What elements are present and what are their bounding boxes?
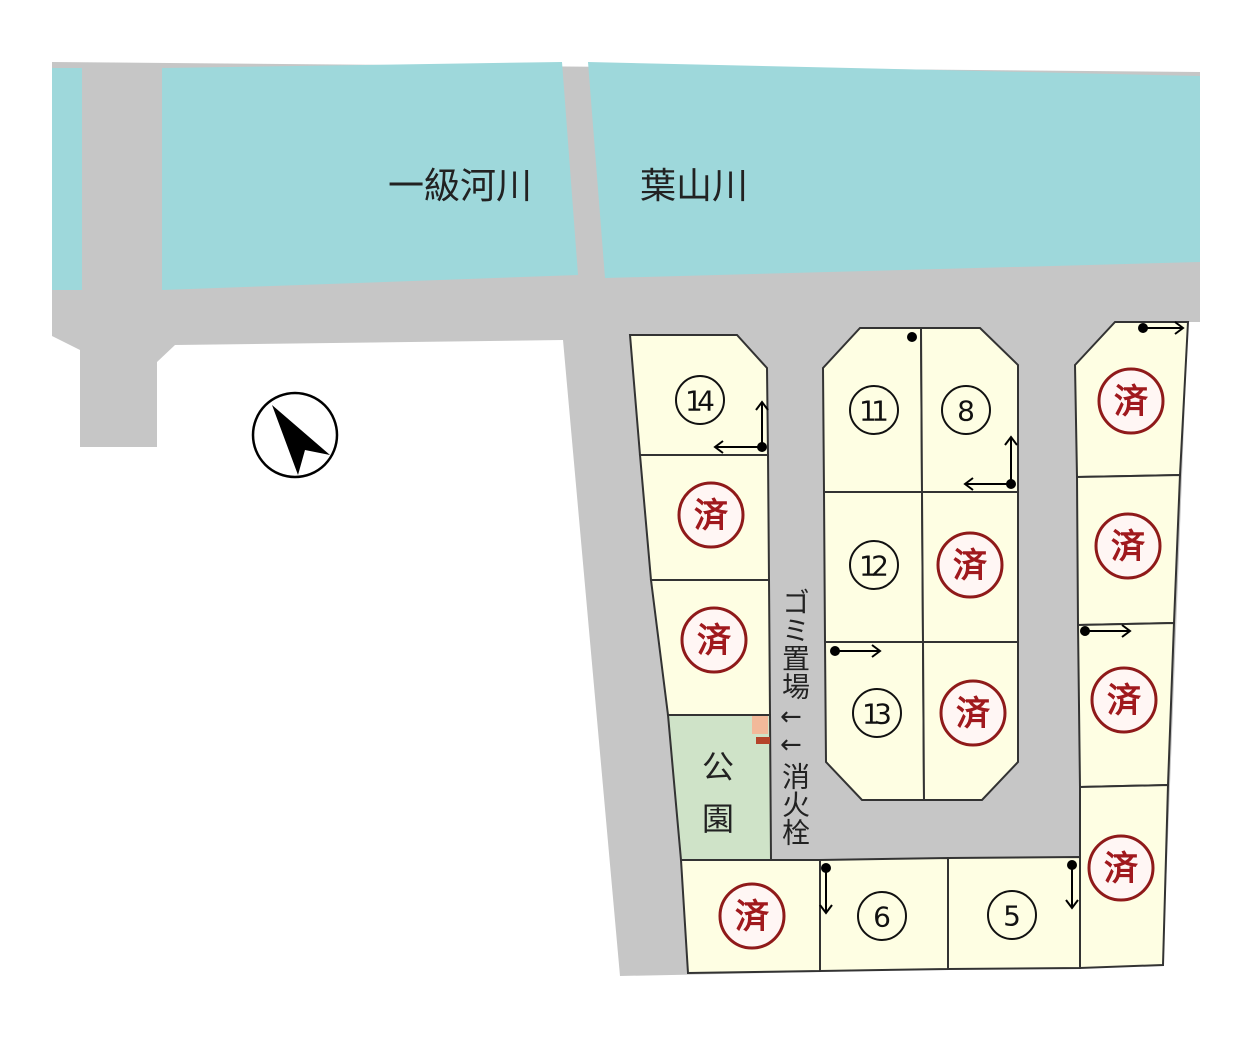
lot-number-circle <box>849 385 899 435</box>
sold-stamp: 済 <box>939 679 1007 747</box>
lot-14[interactable] <box>628 334 770 456</box>
hydrant-arrow: ← <box>780 730 802 760</box>
lot-number-text: 5 <box>1003 900 1021 933</box>
lot-number: 6 <box>857 891 907 941</box>
sold-stamp-text: 済 <box>1104 849 1139 889</box>
lot-number: 8 <box>941 385 991 435</box>
lot-13[interactable] <box>823 641 926 801</box>
lot-number: 11 <box>849 385 899 435</box>
lot-number: 12 <box>849 540 899 590</box>
sold-stamp-text: 済 <box>1114 382 1149 422</box>
lot-number-text: 6 <box>873 901 891 934</box>
lot-number-circle <box>987 890 1037 940</box>
lot-number: 13 <box>852 688 902 738</box>
river-class-label: 一級河川 <box>388 166 532 207</box>
sold-stamp-circle <box>1097 367 1165 435</box>
garbage-area-marker <box>752 716 768 734</box>
sold-stamp-text: 済 <box>953 546 988 586</box>
garbage-area-label: ゴミ置場 <box>778 588 811 700</box>
lot-number-circle <box>852 688 902 738</box>
lot-number-circle <box>849 540 899 590</box>
lot-number-text: 8 <box>957 395 975 428</box>
park-label-1: 公 <box>702 748 735 786</box>
north-arrow-icon <box>251 391 339 479</box>
lot-number: 5 <box>987 890 1037 940</box>
sold-stamp-text: 済 <box>1111 527 1146 567</box>
sold-stamp: 済 <box>680 606 748 674</box>
sold-stamp-text: 済 <box>694 496 729 536</box>
sold-stamp: 済 <box>677 481 745 549</box>
sold-stamp-circle <box>939 679 1007 747</box>
lot-5[interactable] <box>947 855 1081 971</box>
lot-number-text: 14 <box>685 385 715 418</box>
sold-stamp-text: 済 <box>697 621 732 661</box>
sold-stamp-circle <box>680 606 748 674</box>
garbage-arrow: ← <box>780 702 802 732</box>
sold-stamp: 済 <box>1090 666 1158 734</box>
fire-hydrant-marker <box>756 737 770 744</box>
lot-number: 14 <box>675 375 725 425</box>
park-label-2: 園 <box>702 800 735 838</box>
lot-number-text: 12 <box>859 550 889 583</box>
river <box>52 62 1200 290</box>
sold-stamp-circle <box>1094 512 1162 580</box>
lot-number-text: 11 <box>859 395 889 428</box>
sold-stamp-circle <box>1090 666 1158 734</box>
lot-8[interactable] <box>919 327 1019 493</box>
sold-stamp-circle <box>936 531 1004 599</box>
sold-stamp-circle <box>1087 834 1155 902</box>
sold-stamp-text: 済 <box>735 897 770 937</box>
park <box>666 714 773 861</box>
sold-stamp-text: 済 <box>956 694 991 734</box>
sold-stamp: 済 <box>1097 367 1165 435</box>
fire-hydrant-label: 消火栓 <box>778 762 811 846</box>
lot-number-circle <box>857 891 907 941</box>
river-name-label: 葉山川 <box>640 166 748 207</box>
sold-stamp-circle <box>718 882 786 950</box>
sold-stamp: 済 <box>936 531 1004 599</box>
access-arrows <box>713 321 1185 915</box>
lot-number-circle <box>675 375 725 425</box>
lot-number-text: 13 <box>862 698 892 731</box>
sold-stamp: 済 <box>718 882 786 950</box>
sold-stamp: 済 <box>1087 834 1155 902</box>
sold-stamp-text: 済 <box>1107 681 1142 721</box>
sold-stamp: 済 <box>1094 512 1162 580</box>
sold-stamp-circle <box>677 481 745 549</box>
lot-number-circle <box>941 385 991 435</box>
